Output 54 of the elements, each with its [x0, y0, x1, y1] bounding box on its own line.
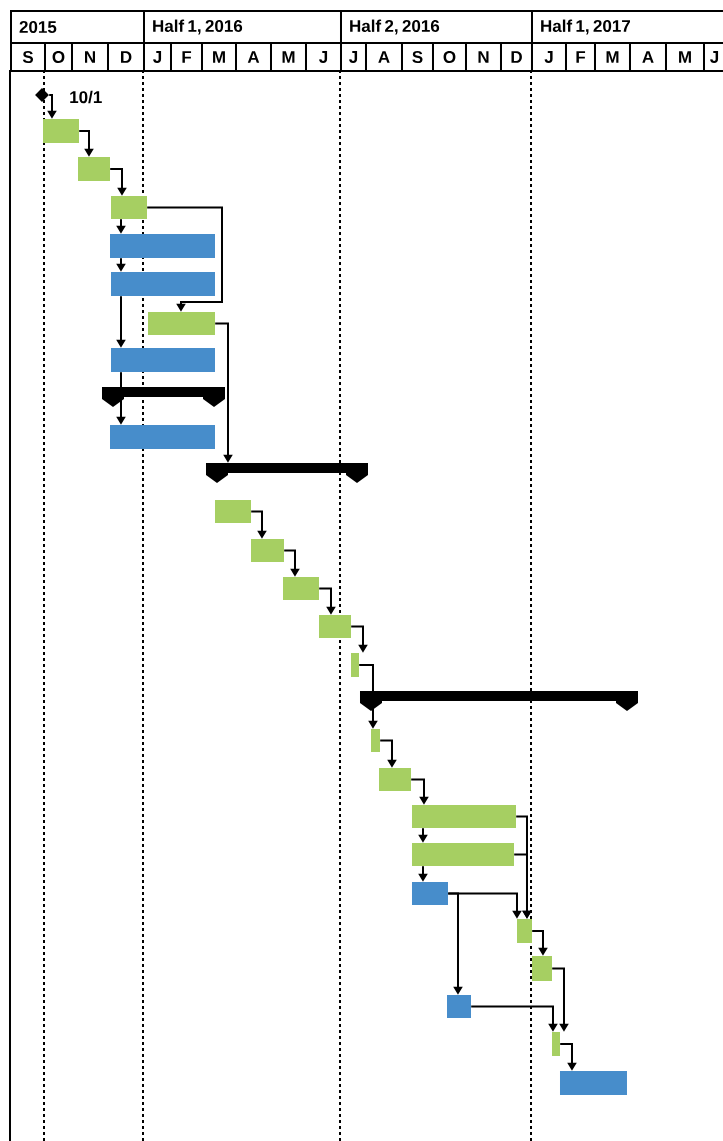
summary-bar — [102, 387, 225, 407]
task-bar — [371, 729, 380, 752]
task-bar — [412, 843, 514, 866]
milestone-diamond — [35, 88, 49, 102]
date-label: 10/1 — [70, 90, 102, 104]
month-header: M — [201, 42, 237, 72]
task-bar — [412, 882, 448, 905]
task-bar — [517, 919, 532, 943]
task-bar — [351, 653, 359, 677]
task-bar — [110, 425, 215, 449]
task-bar — [552, 1032, 560, 1056]
month-header: J — [703, 42, 723, 72]
month-header: J — [143, 42, 172, 72]
task-bar — [111, 196, 147, 219]
month-header: J — [305, 42, 342, 72]
task-bar — [111, 348, 215, 372]
month-header: S — [401, 42, 434, 72]
task-bar — [251, 539, 284, 562]
summary-bar — [360, 691, 638, 711]
month-header: M — [665, 42, 705, 72]
task-bar — [560, 1071, 627, 1095]
month-header: F — [170, 42, 203, 72]
task-bar — [447, 995, 471, 1018]
task-bar — [43, 119, 79, 143]
period-header: Half 1, 2017 — [531, 10, 723, 44]
month-header: A — [365, 42, 403, 72]
month-header: M — [594, 42, 631, 72]
month-header: F — [565, 42, 596, 72]
task-bar — [319, 615, 351, 638]
task-bar — [78, 157, 110, 181]
month-header: S — [10, 42, 46, 72]
task-bar — [111, 272, 215, 296]
month-header: N — [465, 42, 502, 72]
task-bar — [379, 768, 411, 791]
month-header: O — [432, 42, 467, 72]
task-bar — [412, 805, 516, 828]
month-header: J — [340, 42, 367, 72]
task-bar — [148, 312, 215, 335]
period-header: Half 2, 2016 — [340, 10, 533, 44]
period-header: 2015 — [10, 10, 145, 44]
summary-bar — [206, 463, 368, 483]
month-header: O — [44, 42, 73, 72]
month-header: M — [270, 42, 307, 72]
task-bar — [215, 500, 251, 523]
month-header: J — [531, 42, 567, 72]
month-header: A — [629, 42, 667, 72]
month-header: D — [500, 42, 533, 72]
month-header: D — [107, 42, 145, 72]
task-bar — [283, 577, 319, 600]
task-bar — [532, 956, 552, 981]
task-bar — [110, 234, 215, 258]
period-header: Half 1, 2016 — [143, 10, 342, 44]
month-header: A — [235, 42, 272, 72]
month-header: N — [71, 42, 109, 72]
